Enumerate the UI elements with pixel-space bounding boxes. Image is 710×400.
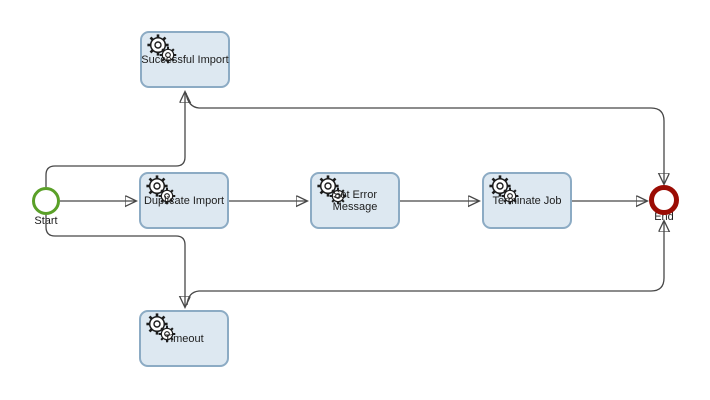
task-duplicate-import[interactable]: Duplicate Import bbox=[139, 172, 229, 229]
task-label: Timeout bbox=[164, 332, 204, 345]
end-event[interactable] bbox=[649, 185, 679, 215]
task-label: Duplicate Import bbox=[143, 194, 225, 207]
flow-successful-import-to-end bbox=[185, 92, 664, 184]
task-label: Set Error Message bbox=[332, 188, 378, 213]
task-terminate-job[interactable]: Terminate Job bbox=[482, 172, 572, 229]
task-label: Terminate Job bbox=[492, 194, 562, 207]
task-successful-import[interactable]: Successful Import bbox=[140, 31, 230, 88]
flow-start-to-successful-import bbox=[45, 92, 185, 187]
flow-start-to-timeout bbox=[45, 215, 185, 307]
flow-timeout-to-end bbox=[186, 221, 664, 306]
task-label: Successful Import bbox=[141, 53, 229, 66]
task-timeout[interactable]: Timeout bbox=[139, 310, 229, 367]
task-set-error-message[interactable]: Set Error Message bbox=[310, 172, 400, 229]
start-event[interactable] bbox=[32, 187, 60, 215]
